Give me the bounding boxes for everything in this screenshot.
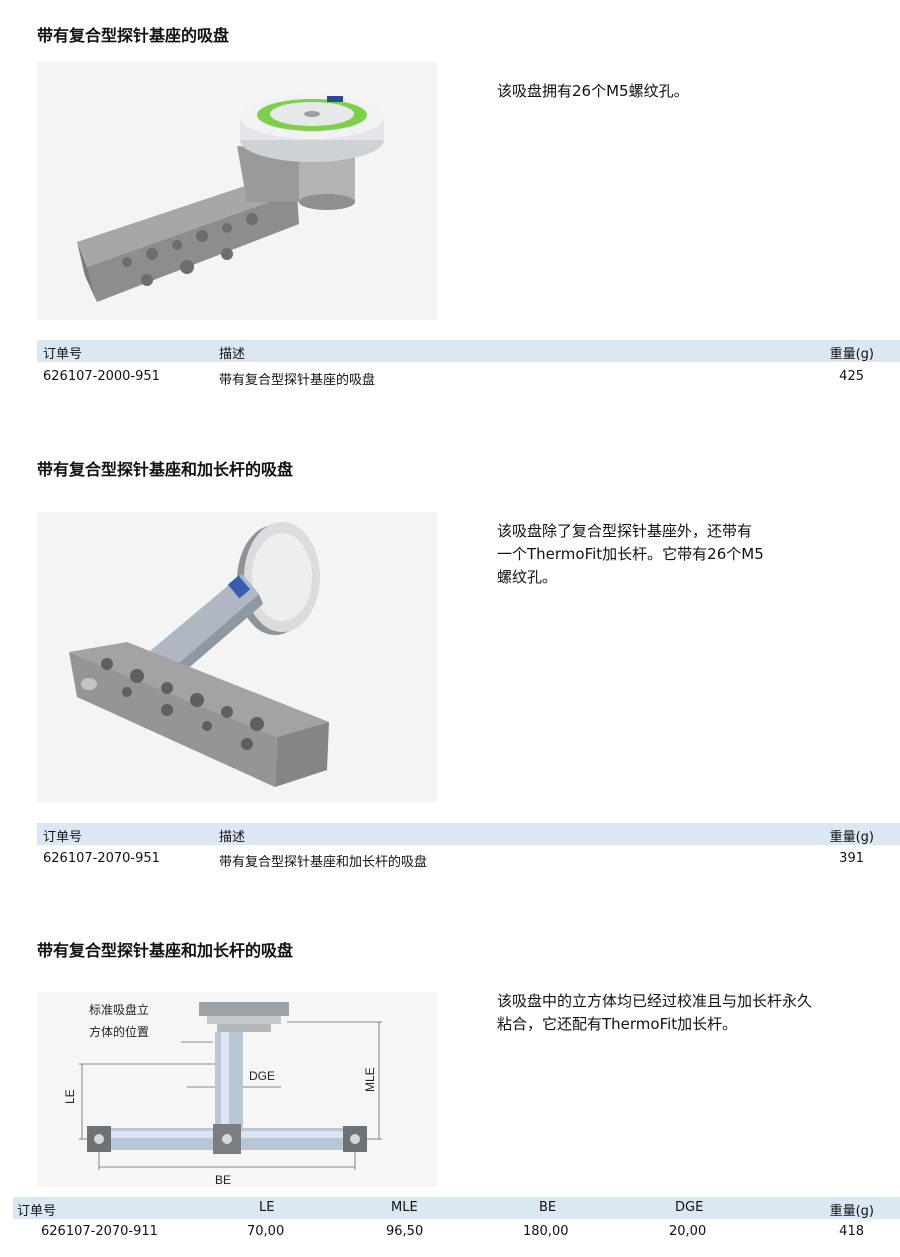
cell-le: 70,00 bbox=[247, 1224, 285, 1239]
label-dge: DGE bbox=[249, 1069, 275, 1083]
cell-mle: 96,50 bbox=[386, 1224, 424, 1239]
description-line: 一个ThermoFit加长杆。它带有26个M5 bbox=[497, 545, 764, 563]
table-2-header: 订单号 描述 重量(g) bbox=[37, 823, 900, 845]
product-image-chuck-with-extension bbox=[37, 512, 437, 802]
cell-weight: 391 bbox=[839, 851, 864, 866]
table-row: 626107-2000-951 带有复合型探针基座的吸盘 425 bbox=[37, 366, 900, 388]
col-header-be: BE bbox=[539, 1200, 557, 1215]
dimension-drawing: 标准吸盘立 方体的位置 DGE BE LE MLE bbox=[37, 992, 437, 1187]
table-row: 626107-2070-911 70,00 96,50 180,00 20,00… bbox=[13, 1221, 900, 1243]
description-line: 该吸盘除了复合型探针基座外，还带有 bbox=[497, 522, 753, 540]
label-le: LE bbox=[63, 1089, 77, 1104]
table-row: 626107-2070-951 带有复合型探针基座和加长杆的吸盘 391 bbox=[37, 848, 900, 870]
col-header-weight: 重量(g) bbox=[829, 830, 874, 845]
section-3-title: 带有复合型探针基座和加长杆的吸盘 bbox=[37, 941, 294, 960]
col-header-le: LE bbox=[259, 1200, 275, 1215]
cell-weight: 418 bbox=[839, 1224, 864, 1239]
col-header-order-number: 订单号 bbox=[17, 1204, 57, 1219]
cell-weight: 425 bbox=[839, 369, 864, 384]
col-header-order-number: 订单号 bbox=[43, 830, 83, 845]
col-header-weight: 重量(g) bbox=[829, 347, 874, 362]
label-mle: MLE bbox=[363, 1067, 377, 1092]
section-2-description: 该吸盘除了复合型探针基座外，还带有 一个ThermoFit加长杆。它带有26个M… bbox=[497, 520, 827, 589]
section-1-description: 该吸盘拥有26个M5螺纹孔。 bbox=[497, 82, 689, 100]
section-3-description: 该吸盘中的立方体均已经过校准且与加长杆永久 粘合，它还配有ThermoFit加长… bbox=[497, 990, 877, 1036]
product-image-chuck-with-base bbox=[37, 62, 437, 320]
col-header-order-number: 订单号 bbox=[43, 347, 83, 362]
cell-order-number: 626107-2000-951 bbox=[43, 369, 160, 384]
col-header-description: 描述 bbox=[219, 830, 246, 845]
label-cube-position-line1: 标准吸盘立 bbox=[89, 1002, 149, 1017]
cell-order-number: 626107-2070-911 bbox=[41, 1224, 158, 1239]
label-cube-position-line2: 方体的位置 bbox=[89, 1024, 149, 1039]
description-line: 螺纹孔。 bbox=[497, 568, 558, 586]
section-1-title: 带有复合型探针基座的吸盘 bbox=[37, 26, 230, 45]
col-header-mle: MLE bbox=[391, 1200, 418, 1215]
cell-description: 带有复合型探针基座和加长杆的吸盘 bbox=[219, 855, 428, 870]
table-1-header: 订单号 描述 重量(g) bbox=[37, 340, 900, 362]
description-line: 粘合，它还配有ThermoFit加长杆。 bbox=[497, 1015, 738, 1033]
cell-dge: 20,00 bbox=[669, 1224, 707, 1239]
cell-be: 180,00 bbox=[523, 1224, 569, 1239]
col-header-description: 描述 bbox=[219, 347, 246, 362]
col-header-weight: 重量(g) bbox=[829, 1204, 874, 1219]
cell-description: 带有复合型探针基座的吸盘 bbox=[219, 373, 376, 388]
section-2-title: 带有复合型探针基座和加长杆的吸盘 bbox=[37, 460, 294, 479]
cell-order-number: 626107-2070-951 bbox=[43, 851, 160, 866]
table-3-header: 订单号 LE MLE BE DGE 重量(g) bbox=[13, 1197, 900, 1219]
label-be: BE bbox=[215, 1173, 231, 1187]
col-header-dge: DGE bbox=[675, 1200, 704, 1215]
description-line: 该吸盘中的立方体均已经过校准且与加长杆永久 bbox=[497, 992, 813, 1010]
